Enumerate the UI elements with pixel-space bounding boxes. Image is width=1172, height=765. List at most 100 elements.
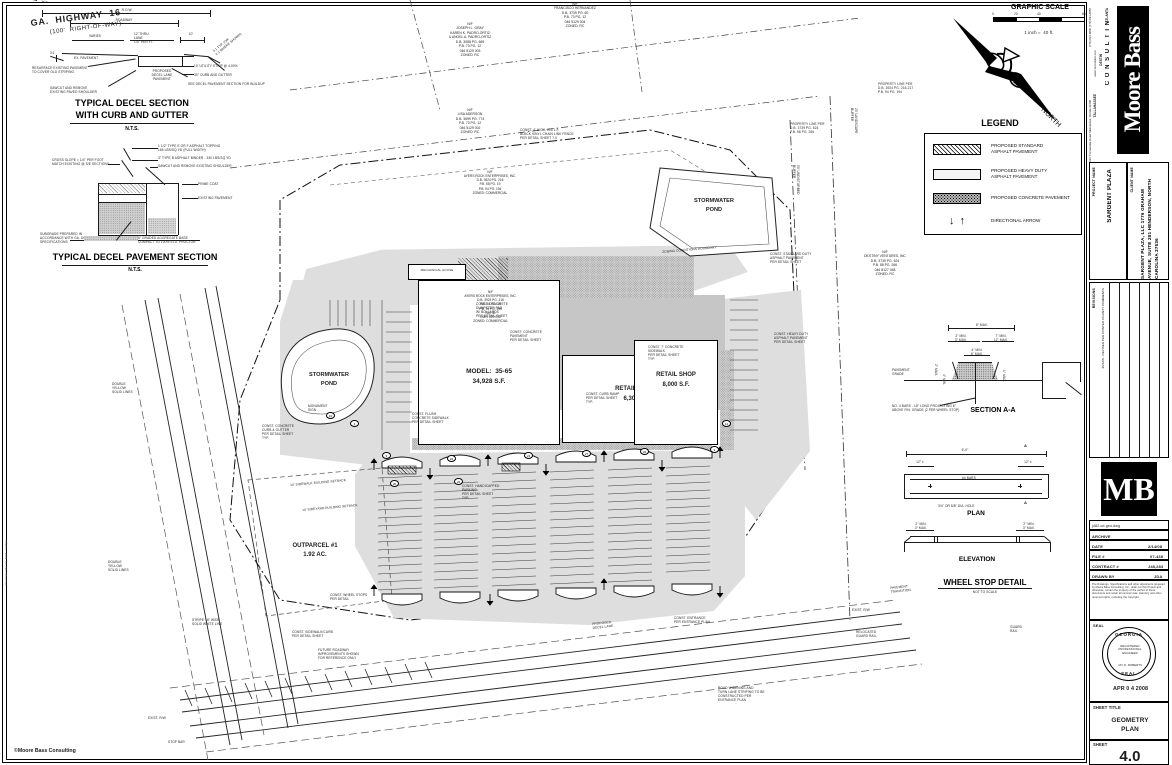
callout-12in-right: 12" ± <box>1024 460 1032 464</box>
callout-2min-3max-r: 2" MIN. 3" MAX. <box>1022 522 1036 530</box>
callout-row: R.O.W. <box>121 8 133 12</box>
firm-logo-text: Moore Bass <box>1120 9 1146 151</box>
disclaimer-cell: The Drawings, Specifications and other d… <box>1089 580 1169 620</box>
building-area-model: 34,928 S.F. <box>472 378 506 385</box>
parking-count-bubble: 10 <box>326 412 335 419</box>
firm-monogram-box: MB <box>1101 462 1157 516</box>
contract-number-label: CONTRACT # <box>1092 563 1119 569</box>
plot-margin-note: Plot Date: Mar 21, 2008 - 4:18pm <box>4 540 8 585</box>
annotation-handicapped-parking: CONST. HANDICAPPED PARKING PER DETAIL SH… <box>462 484 500 500</box>
seal-date-stamp: APR 0 4 2008 <box>1113 686 1149 692</box>
annotation-undisturbed-buffer: 50' UNDISTURBED BUFFER <box>792 165 800 195</box>
parcel-line: P.B. 73 PG. 12 <box>458 121 482 126</box>
annotation-double-yellow-2: DOUBLE YELLOW SOLID LINES <box>108 560 129 572</box>
firm-tagline: C O N S U L T I N <box>1105 20 1111 86</box>
annotation-heavy-asphalt: CONST. HEAVY DUTY ASPHALT PAVEMENT PER D… <box>774 332 809 344</box>
bolt-hole-left <box>928 484 932 488</box>
parcel-line: KAREN K. PADRO-ORTIZ <box>450 30 490 35</box>
callout-ex-pavement: EX. PAVEMENT <box>74 56 99 60</box>
revisions-label: REVISIONS <box>1092 288 1096 309</box>
parcel-prefix: N/F <box>882 250 888 254</box>
callout-varies: VARIES <box>88 34 102 38</box>
annotation-road-widening: ROAD WIDENING AND TURN LANE STRIPING TO … <box>718 686 765 702</box>
callout-4-6: 4" MIN. 6" MAX. <box>970 348 984 356</box>
callout-slope-3to1: 3:1 <box>50 51 55 55</box>
sheet-number-cell: SHEET 4.0 <box>1089 740 1169 765</box>
handicap-striping-b <box>502 463 520 471</box>
parcel-line: 046 5129 003 <box>459 48 481 53</box>
graphic-scale-bar <box>993 17 1085 22</box>
scale-ratio-text: 1 inch = 40 ft. <box>1024 30 1054 35</box>
callout-aggregate-base: 8" GRADED AGGREGATE BASE COMPACT TO 100%… <box>138 236 196 244</box>
legend-swatch-directional-arrow: ↓↑ <box>949 215 965 227</box>
callout-sawcut-shoulder: SAWCUT AND REMOVE EXISTING PAVED SHOULDE… <box>50 86 97 94</box>
callout-thru-lane: 12' THRU LANE 1/4" PER FT. <box>134 32 154 44</box>
handicap-striping-a <box>388 466 416 474</box>
callout-6ft: 6'-0" <box>961 448 969 452</box>
sheet-title-label: SHEET TITLE <box>1093 705 1121 710</box>
firm-office-atlanta: ATLANTA <box>1105 8 1109 23</box>
parcel-line: D.B. 3739 PG. 624 <box>870 258 900 263</box>
sheet-number-value: 4.0 <box>1119 748 1141 765</box>
pond-linework <box>280 167 779 425</box>
parking-count-bubble: 22 <box>524 452 533 459</box>
detail-section-aa: 6" MAX. 2" MIN. 3" MAX. 7" MIN. 12" MAX.… <box>890 310 1082 420</box>
parcel-line: D.B. 3924 PG. 216 <box>476 178 504 183</box>
detail-decel-pavement: 1 1/2" TYPE E OR F ASPHALT TOPPING 165 L… <box>20 140 250 275</box>
mechanical-house-label: MECHANICAL HOUSE <box>420 268 454 272</box>
parcel-line: 046 8127 048 <box>874 267 896 272</box>
legend-title: LEGEND <box>981 118 1019 128</box>
callout-10ft: 10' <box>188 32 194 36</box>
pond-label-east-line1: STORMWATER <box>694 198 734 204</box>
parcel-label-ayers-rock-center: N/F AYERS ROCK ENTERPRISES, INC. D.B. 39… <box>428 290 553 323</box>
contract-number-row: CONTRACT # J48,283 <box>1089 560 1169 570</box>
revision-entry: 3/21/08 - REVISED PER CONTED COUNTY COMM… <box>1101 288 1105 369</box>
parcel-line: P.B. 94 PG. 194 <box>478 186 502 191</box>
wheel-stop-elevation-label: ELEVATION <box>958 556 996 563</box>
legend-swatch-standard-asphalt <box>933 143 981 155</box>
annotation-entrance-plan: CONST. ENTRANCE PER ENTRANCE PLAN <box>674 616 710 624</box>
firm-website: www.moorebass.com <box>1093 50 1097 77</box>
legend-item: PROPOSED CONCRETE PAVEMENT <box>933 193 1079 204</box>
legend-item: PROPOSED HEAVY DUTY ASPHALT PAVEMENT <box>933 168 1079 180</box>
seal-engineer-name: JAY D. ROBERTS <box>1117 663 1143 667</box>
building-label-retail-shop: RETAIL SHOP <box>656 372 696 378</box>
building-mechanical-house <box>408 264 466 280</box>
project-name-label: PROJECT NAME <box>1092 167 1096 197</box>
date-value: 2/14/08 <box>1148 543 1163 549</box>
wheel-stop-subtitle: NOT TO SCALE <box>972 590 998 594</box>
firm-office-tallahassee: TALLAHASSEE <box>1093 94 1097 118</box>
legend-swatch-heavy-asphalt <box>933 168 981 180</box>
parcel-line: ZONED: RC <box>565 24 585 29</box>
callout-rebar: NO. 4 BARS - 18" LONG PROJECTING 6" ABOV… <box>892 404 960 412</box>
annotation-white-line: STRIPE 18" WIDE SOLID WHITE LINE <box>192 618 223 626</box>
project-name-cell: PROJECT NAME SARGENT PLAZA <box>1089 162 1127 280</box>
annotation-dumpster-pad: CONST. CONCRETE DUMPSTER PAD W/ BOLLARDS… <box>476 302 508 318</box>
legend-label-standard-asphalt: PROPOSED STANDARD ASPHALT PAVEMENT <box>991 143 1044 155</box>
parcel-line: P.B. 58 PG. 19 <box>479 182 501 187</box>
wheel-stop-plan-label: PLAN <box>967 510 985 517</box>
hatched-loading-area <box>458 258 508 280</box>
annotation-property-line-1: PROPERTY LINE PER D.B. 3924 PG. 216-217 … <box>878 82 914 94</box>
callout-2min-3max-l: 2" MIN. 3" MAX. <box>914 522 928 530</box>
callout-6max: 6" MAX. <box>975 323 989 327</box>
parcel-line: ZONED: COMMERCIAL <box>473 319 508 324</box>
parking-count-bubble: 14 <box>722 420 731 427</box>
parking-count-bubble: 9 <box>382 452 391 459</box>
callout-4bars: #4 BARS <box>962 476 976 480</box>
legend-label-concrete: PROPOSED CONCRETE PAVEMENT <box>991 195 1070 201</box>
drawing-area-border <box>6 5 1085 760</box>
annotation-landscape-buffer: 20' LANDSCAPE BUFFER <box>850 108 858 134</box>
parcel-line: P.B. 94 PG. 194 <box>479 306 502 311</box>
date-label: DATE <box>1092 543 1103 549</box>
firm-logo-word: Moore Bass <box>1120 27 1145 133</box>
file-number-label: FILE # <box>1092 553 1105 559</box>
annotation-guard-rail: GUARD RAIL <box>1010 625 1023 633</box>
client-name-label: CLIENT NAME <box>1130 167 1134 193</box>
parcel-line: 046 5129 004 <box>564 19 586 24</box>
parcel-line: DESTINY VENTURES, INC <box>864 254 906 259</box>
callout-12in-left: 12" ± <box>916 460 924 464</box>
annotation-future-roadway: FUTURE ROADWAY IMPROVEMENTS SHOWN FOR RE… <box>318 648 359 660</box>
annotation-relocated-guardrail: RELOCATED GUARD RAIL <box>856 630 877 638</box>
